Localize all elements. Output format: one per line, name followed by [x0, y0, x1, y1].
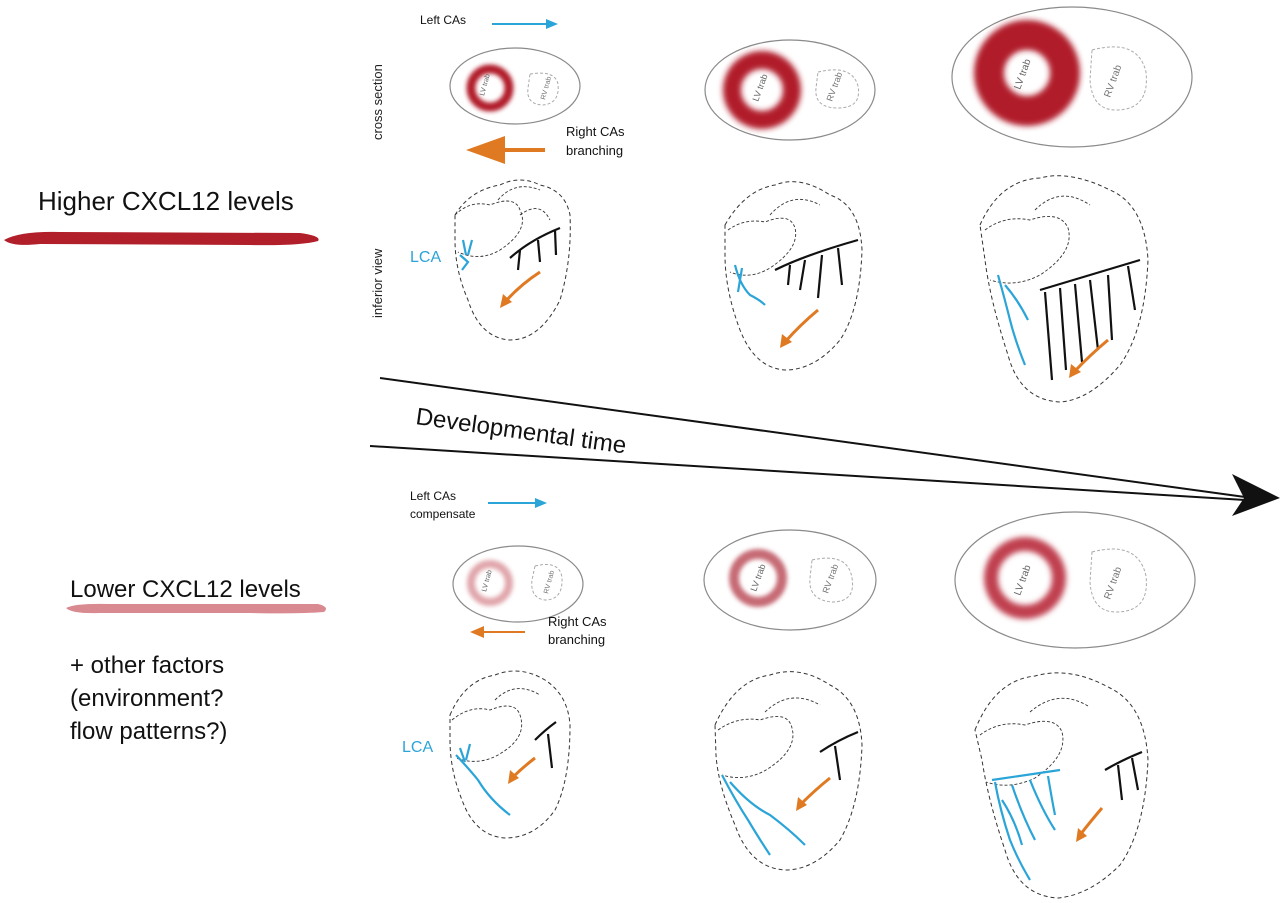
cross-section-high-early: LV trab RV trab	[449, 47, 581, 125]
rv-trab-label: RV trab	[1102, 565, 1124, 601]
lv-trab-label: LV trab	[481, 569, 493, 592]
cross-section-low-late: LV trab RV trab	[954, 511, 1196, 649]
other-factors-line-1: + other factors	[70, 652, 224, 679]
time-arrow-lower-edge	[369, 445, 1246, 501]
lca-label-low: LCA	[402, 739, 433, 756]
inferior-view-label: inferior view	[370, 248, 385, 318]
time-arrow-upper-edge	[379, 377, 1246, 498]
time-arrowhead	[1232, 474, 1280, 516]
right-cas-branching-line-1: Right CAs	[566, 124, 625, 139]
left-cas-compensate-line-2: compensate	[410, 507, 476, 521]
heart-low-mid	[714, 671, 863, 871]
rv-trab-label: RV trab	[824, 71, 844, 103]
cross-section-high-mid: LV trab RV trab	[704, 39, 876, 141]
cross-section-high-late: LV trab RV trab	[951, 6, 1193, 148]
lv-trab-label: LV trab	[1012, 563, 1033, 597]
cross-section-low-mid: LV trab RV trab	[703, 529, 877, 631]
lv-trab-label: LV trab	[1012, 57, 1033, 91]
rv-trab-label: RV trab	[543, 570, 556, 595]
right-cas-arrow-large	[466, 136, 545, 164]
other-factors-line-2: (environment?	[70, 685, 223, 712]
left-cas-compensate-line-1: Left CAs	[410, 489, 456, 503]
right-cas-branching-line-2: branching	[566, 143, 623, 158]
lv-trab-label: LV trab	[748, 563, 767, 593]
lca-label: LCA	[410, 249, 441, 266]
heart-high-late	[979, 175, 1149, 403]
rv-trab-label: RV trab	[820, 563, 840, 595]
lv-trab-label: LV trab	[750, 73, 769, 103]
right-cas-arrow-small	[470, 626, 525, 638]
lower-cxcl12-label: Lower CXCL12 levels	[70, 576, 301, 603]
left-cas-arrow	[492, 19, 558, 29]
cross-section-label: cross section	[370, 64, 385, 140]
higher-cxcl12-label: Higher CXCL12 levels	[38, 186, 294, 216]
rv-trab-label: RV trab	[540, 76, 553, 101]
heart-low-early: LCA	[402, 670, 571, 839]
left-cas-label: Left CAs	[420, 13, 466, 27]
left-cas-compensate-arrow	[488, 498, 547, 508]
right-cas-branching-low-line-2: branching	[548, 632, 605, 647]
other-factors-line-3: flow patterns?)	[70, 718, 227, 745]
lv-trab-label: LV trab	[479, 73, 491, 96]
lower-cxcl12-brushstroke	[66, 603, 326, 614]
higher-cxcl12-brushstroke	[4, 231, 319, 246]
cross-section-low-early: LV trab RV trab	[452, 545, 584, 623]
heart-high-mid	[724, 181, 863, 371]
right-cas-branching-low-line-1: Right CAs	[548, 614, 607, 629]
heart-low-late	[974, 672, 1149, 899]
rv-trab-label: RV trab	[1102, 63, 1124, 99]
heart-high-early: LCA	[410, 179, 571, 341]
